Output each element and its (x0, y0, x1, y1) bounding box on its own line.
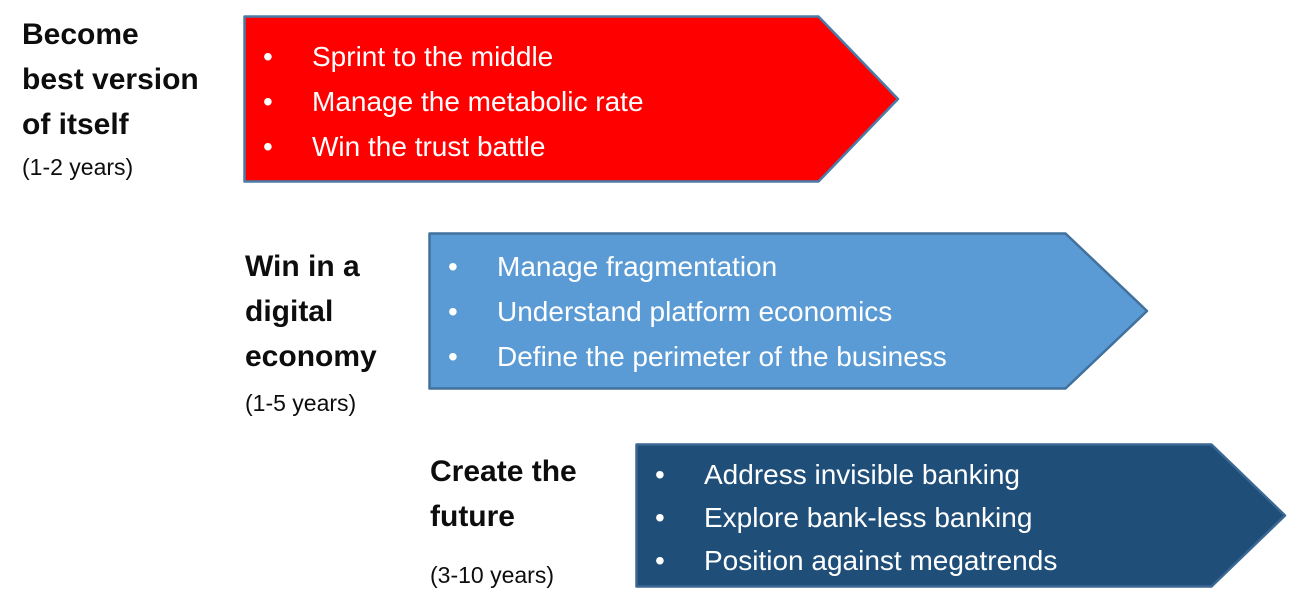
stage-3-arrow-banner: • Address invisible banking • Explore bank… (635, 443, 1287, 588)
bullet-text: Manage the metabolic rate (312, 86, 644, 117)
bullet-icon: • (655, 545, 665, 576)
bullet-item: • Define the perimeter of the business (446, 334, 1149, 379)
bullet-item: • Understand platform economics (446, 289, 1149, 334)
bullet-icon: • (448, 341, 458, 372)
bullet-text: Manage fragmentation (497, 251, 778, 282)
bullet-text: Position against megatrends (704, 545, 1058, 576)
stage-1-arrow-banner: • Sprint to the middle • Manage the metabo… (243, 15, 900, 183)
bullet-icon: • (448, 251, 458, 282)
bullet-text: Explore bank-less banking (704, 502, 1033, 533)
bullet-text: Address invisible banking (704, 459, 1020, 490)
stage-3-label: Create the future (430, 455, 577, 533)
bullet-icon: • (263, 41, 273, 72)
right-arrow-shape-icon (428, 232, 1149, 390)
stage-1-timeframe: (1-2 years) (22, 154, 134, 180)
bullet-icon: • (655, 502, 665, 533)
stage-2-bullet-list: • Manage fragmentation • Understand platfo… (428, 232, 1149, 390)
bullet-icon: • (263, 131, 273, 162)
arrow-polygon (635, 443, 1287, 588)
stage-2-timeframe: (1-5 years) (245, 390, 357, 416)
bullet-text: Sprint to the middle (312, 41, 554, 72)
stage-1-bullet-list: • Sprint to the middle • Manage the metabo… (243, 15, 900, 183)
bullet-item: • Manage fragmentation (446, 244, 1149, 289)
bullet-item: • Manage the metabolic rate (261, 79, 900, 124)
bullet-item: • Address invisible banking (653, 453, 1287, 496)
bullet-item: • Position against megatrends (653, 539, 1287, 582)
stage-3-timeframe: (3-10 years) (430, 562, 554, 588)
stage-1-label: Become best version of itself (22, 18, 199, 141)
arrow-polygon (243, 15, 900, 183)
bullet-text: Win the trust battle (312, 131, 546, 162)
bullet-text: Define the perimeter of the business (497, 341, 947, 372)
bullet-text: Understand platform economics (497, 296, 893, 327)
stage-2-arrow-banner: • Manage fragmentation • Understand platfo… (428, 232, 1149, 390)
stage-2-label: Win in a digital economy (245, 250, 377, 373)
bullet-item: • Win the trust battle (261, 124, 900, 169)
bullet-icon: • (655, 459, 665, 490)
bullet-icon: • (263, 86, 273, 117)
stage-3-bullet-list: • Address invisible banking • Explore bank… (635, 443, 1287, 588)
bullet-item: • Sprint to the middle (261, 34, 900, 79)
arrow-polygon (428, 232, 1149, 390)
right-arrow-shape-icon (243, 15, 900, 183)
bullet-icon: • (448, 296, 458, 327)
bullet-item: • Explore bank-less banking (653, 496, 1287, 539)
right-arrow-shape-icon (635, 443, 1287, 588)
